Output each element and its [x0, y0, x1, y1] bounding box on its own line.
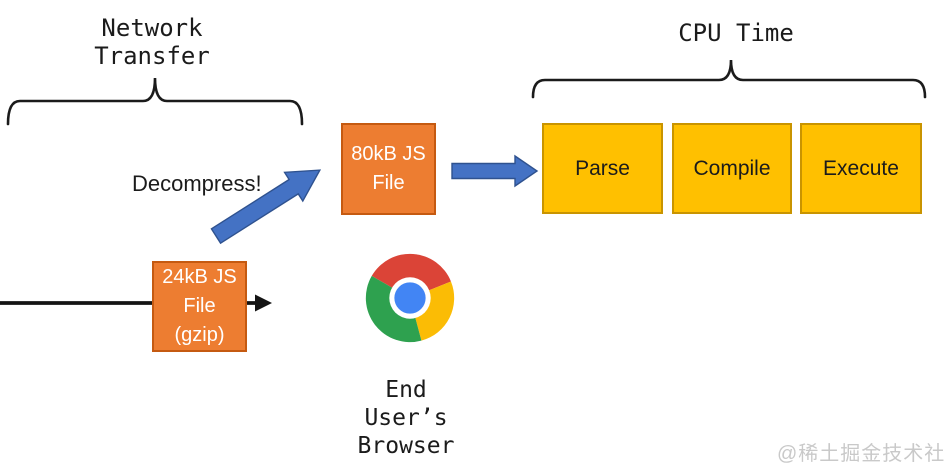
cpu-time-title: CPU Time — [678, 19, 794, 47]
cpu-time-brace — [531, 59, 927, 99]
chrome-red-segment — [371, 253, 451, 298]
node-compile: Compile — [672, 123, 792, 214]
decompress-label: Decompress! — [132, 171, 262, 196]
decompress-arrow-icon — [210, 169, 322, 245]
node-execute: Execute — [800, 123, 922, 214]
to-cpu-arrow-icon — [451, 154, 539, 188]
network-transfer-title: Network Transfer — [94, 14, 210, 70]
node-24kb-js-file-gzip: 24kB JS File (gzip) — [152, 261, 247, 352]
chrome-logo-icon — [365, 253, 455, 343]
end-user-browser-label: End User’s Browser — [357, 377, 455, 459]
node-parse: Parse — [542, 123, 663, 214]
network-flow-arrowhead-icon — [255, 294, 272, 312]
node-80kb-js-file: 80kB JS File — [341, 123, 436, 215]
network-transfer-brace — [6, 77, 304, 126]
watermark: @稀土掘金技术社区 — [777, 443, 946, 465]
chrome-blue-center — [394, 282, 426, 314]
